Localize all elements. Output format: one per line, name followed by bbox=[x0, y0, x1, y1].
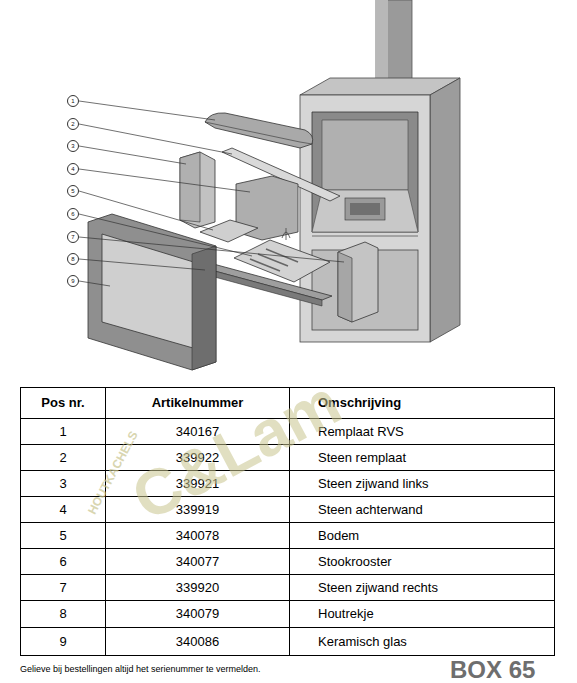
callout-circle: 4 bbox=[67, 163, 79, 175]
callout-circle: 1 bbox=[67, 95, 79, 107]
callout-number: 5 bbox=[71, 188, 74, 194]
callout-number: 4 bbox=[71, 166, 74, 172]
callout-circle: 3 bbox=[67, 140, 79, 152]
table-cell: Houtrekje bbox=[318, 601, 548, 627]
table-cell: Steen achterwand bbox=[318, 497, 548, 523]
table-cell: Stookrooster bbox=[318, 549, 548, 575]
callout-number: 9 bbox=[71, 278, 74, 284]
table-cell: 2 bbox=[21, 445, 105, 471]
table-cell: 3 bbox=[21, 471, 105, 497]
callout-circle: 6 bbox=[67, 208, 79, 220]
watermark: C&Lam bbox=[120, 365, 353, 536]
callout-number: 6 bbox=[71, 211, 74, 217]
callout-circle: 7 bbox=[67, 231, 79, 243]
table-cell: 7 bbox=[21, 575, 105, 601]
table-header: Omschrijving bbox=[318, 388, 548, 418]
callout-number: 7 bbox=[71, 234, 74, 240]
table-cell: 5 bbox=[21, 523, 105, 549]
table-cell: 339920 bbox=[106, 575, 289, 601]
table-cell: 340079 bbox=[106, 601, 289, 627]
callout-number: 2 bbox=[71, 121, 74, 127]
callout-circle: 2 bbox=[67, 118, 79, 130]
callout-circle: 8 bbox=[67, 253, 79, 265]
table-cell: 340077 bbox=[106, 549, 289, 575]
callout-number: 1 bbox=[71, 98, 74, 104]
table-cell: 8 bbox=[21, 601, 105, 627]
callout-number: 8 bbox=[71, 256, 74, 262]
table-cell: Steen remplaat bbox=[318, 445, 548, 471]
table-cell: Steen zijwand links bbox=[318, 471, 548, 497]
table-cell: Remplaat RVS bbox=[318, 419, 548, 445]
table-cell: Bodem bbox=[318, 523, 548, 549]
table-cell: 340086 bbox=[106, 628, 289, 655]
table-cell: 6 bbox=[21, 549, 105, 575]
table-cell: Keramisch glas bbox=[318, 628, 548, 655]
table-cell: 9 bbox=[21, 628, 105, 655]
footer-note: Gelieve bij bestellingen altijd het seri… bbox=[20, 664, 261, 674]
callout-number: 3 bbox=[71, 143, 74, 149]
model-name: BOX 65 bbox=[450, 656, 535, 683]
table-cell: 340078 bbox=[106, 523, 289, 549]
table-cell: Steen zijwand rechts bbox=[318, 575, 548, 601]
callout-circle: 9 bbox=[67, 275, 79, 287]
table-header: Pos nr. bbox=[21, 388, 105, 418]
table-cell: 1 bbox=[21, 419, 105, 445]
callout-circle: 5 bbox=[67, 185, 79, 197]
